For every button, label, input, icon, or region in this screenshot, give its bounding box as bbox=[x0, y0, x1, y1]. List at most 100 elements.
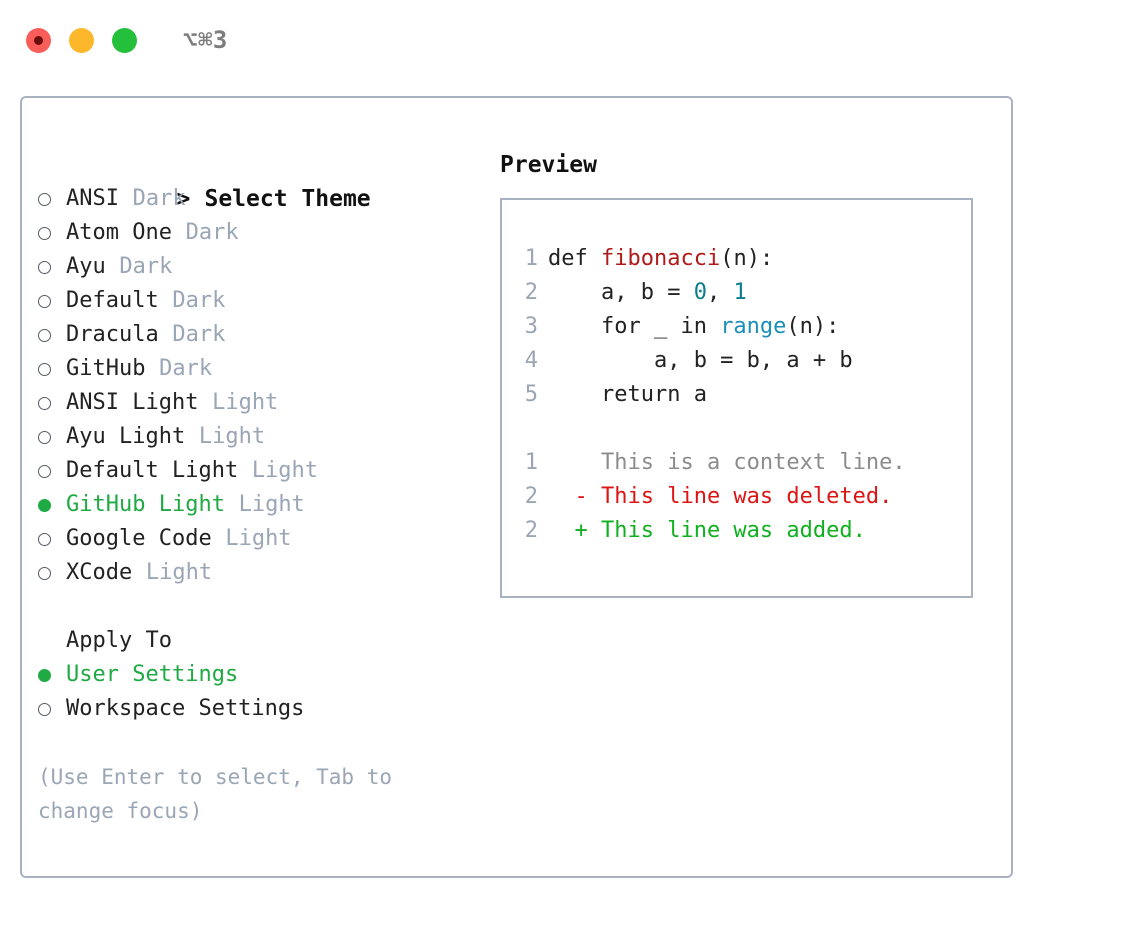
apply-to-option-item[interactable]: User Settings bbox=[38, 658, 478, 692]
code-token: 1 bbox=[733, 280, 747, 305]
code-line-text: a, b = 0, 1 bbox=[548, 276, 747, 310]
code-line-number: 5 bbox=[524, 382, 538, 407]
theme-option-label: GitHub Light bbox=[66, 492, 225, 517]
theme-option-label: Ayu bbox=[66, 254, 106, 279]
code-token: a, b = bbox=[548, 280, 694, 305]
diff-line: 2 + This line was added. bbox=[502, 514, 971, 548]
diff-line-number: 2 bbox=[524, 518, 538, 543]
theme-option-item[interactable]: XCode Light bbox=[38, 556, 478, 590]
theme-option-item[interactable]: Ayu Dark bbox=[38, 250, 478, 284]
radio-unselected-icon bbox=[38, 430, 51, 444]
zoom-button[interactable] bbox=[112, 27, 137, 53]
theme-option-label: Dracula bbox=[66, 322, 159, 347]
theme-variant-label: Light bbox=[238, 492, 305, 517]
apply-to-option-label: Workspace Settings bbox=[66, 696, 305, 721]
code-line: 4 a, b = b, a + b bbox=[502, 344, 971, 378]
theme-variant-label: Dark bbox=[172, 288, 226, 313]
theme-option-label: Atom One bbox=[66, 220, 172, 245]
apply-to-option-label: User Settings bbox=[66, 662, 239, 687]
code-diff-gap bbox=[502, 412, 971, 446]
radio-unselected-icon bbox=[38, 464, 51, 478]
code-line-number: 3 bbox=[524, 314, 538, 339]
keyboard-shortcut-label: ⌥⌘3 bbox=[183, 26, 228, 54]
radio-unselected-icon bbox=[38, 362, 51, 376]
radio-marker bbox=[38, 430, 66, 444]
code-token: (n): bbox=[720, 246, 774, 271]
theme-option-item[interactable]: GitHub Dark bbox=[38, 352, 478, 386]
radio-marker bbox=[38, 702, 66, 716]
theme-option-item[interactable]: Dracula Dark bbox=[38, 318, 478, 352]
apply-to-option-item[interactable]: Workspace Settings bbox=[38, 692, 478, 726]
diff-line-text: + This line was added. bbox=[548, 518, 866, 543]
minimize-button[interactable] bbox=[69, 27, 94, 53]
radio-unselected-icon bbox=[38, 328, 51, 342]
radio-marker bbox=[38, 362, 66, 376]
theme-option-label: Default bbox=[66, 288, 159, 313]
radio-selected-icon bbox=[38, 668, 51, 682]
theme-variant-label: Dark bbox=[132, 186, 186, 211]
theme-option-label: Default Light bbox=[66, 458, 239, 483]
select-theme-heading: >Select Theme bbox=[38, 148, 478, 212]
radio-marker bbox=[38, 396, 66, 410]
code-line-number: 4 bbox=[524, 348, 538, 373]
radio-marker bbox=[38, 566, 66, 580]
theme-option-label: XCode bbox=[66, 560, 133, 585]
radio-unselected-icon bbox=[38, 566, 51, 580]
theme-option-item[interactable]: ANSI Light Light bbox=[38, 386, 478, 420]
diff-line-number: 2 bbox=[524, 484, 538, 509]
diff-line-text: - This line was deleted. bbox=[548, 484, 893, 509]
theme-option-label: ANSI bbox=[66, 186, 119, 211]
theme-variant-label: Dark bbox=[119, 254, 173, 279]
window-controls bbox=[26, 27, 137, 53]
theme-variant-label: Dark bbox=[172, 322, 226, 347]
radio-marker bbox=[38, 532, 66, 546]
radio-marker bbox=[38, 226, 66, 240]
code-token: return a bbox=[548, 382, 707, 407]
code-line-number: 2 bbox=[524, 280, 538, 305]
close-button[interactable] bbox=[26, 27, 51, 53]
theme-option-item[interactable]: Default Dark bbox=[38, 284, 478, 318]
code-token: def bbox=[548, 246, 601, 271]
radio-unselected-icon bbox=[38, 226, 51, 240]
theme-option-item[interactable]: ANSI Dark bbox=[38, 182, 478, 216]
radio-unselected-icon bbox=[38, 192, 51, 206]
code-line-text: a, b = b, a + b bbox=[548, 344, 853, 378]
theme-option-item[interactable]: GitHub Light Light bbox=[38, 488, 478, 522]
theme-variant-label: Light bbox=[212, 390, 279, 415]
theme-variant-label: Dark bbox=[159, 356, 213, 381]
title-bar: ⌥⌘3 bbox=[0, 0, 1140, 80]
theme-option-label: ANSI Light bbox=[66, 390, 199, 415]
radio-marker bbox=[38, 328, 66, 342]
theme-variant-label: Light bbox=[145, 560, 213, 585]
radio-marker bbox=[38, 668, 66, 682]
diff-line-text: This is a context line. bbox=[548, 450, 906, 475]
radio-unselected-icon bbox=[38, 294, 51, 308]
diff-line: 1 This is a context line. bbox=[502, 446, 971, 480]
code-token: , bbox=[706, 280, 734, 305]
code-line: 5 return a bbox=[502, 378, 971, 412]
list-spacer bbox=[38, 590, 478, 624]
diff-sample: 1 This is a context line. 2 - This line w… bbox=[502, 446, 971, 548]
code-token: (n): bbox=[786, 314, 840, 339]
code-line: 3 for _ in range(n): bbox=[502, 310, 971, 344]
theme-option-label: GitHub bbox=[66, 356, 146, 381]
select-theme-heading-label: Select Theme bbox=[204, 186, 371, 212]
code-token: 0 bbox=[693, 280, 707, 305]
keyboard-hint: (Use Enter to select, Tab to change focu… bbox=[38, 765, 393, 823]
code-line-number: 1 bbox=[524, 246, 538, 271]
radio-selected-icon bbox=[38, 498, 51, 512]
apply-to-heading-label: Apply To bbox=[66, 628, 172, 653]
